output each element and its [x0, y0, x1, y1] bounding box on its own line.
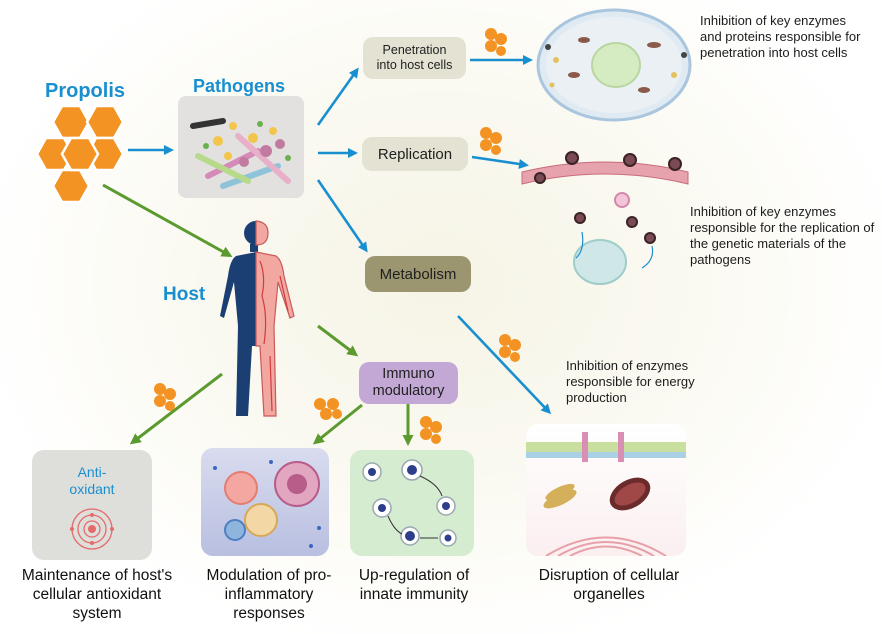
immuno-box: Immuno modulatory	[359, 362, 458, 404]
arrow-host-antioxidant	[129, 372, 223, 445]
innate-caption: Up-regulation of innate immunity	[358, 567, 470, 603]
immuno-label: Immuno modulatory	[372, 366, 445, 399]
replication-cell-image	[521, 151, 689, 285]
arrow-host-immuno	[317, 324, 359, 357]
arrow-immuno-inflammation	[312, 403, 363, 445]
penetration-note: Inhibition of key enzymes and proteins r…	[700, 13, 861, 60]
metabolism-box: Metabolism	[365, 256, 471, 292]
metabolism-label: Metabolism	[379, 265, 457, 283]
pathogens-title: Pathogens	[193, 76, 286, 96]
inflammation-caption: Modulation of pro-inflammatory responses	[206, 567, 332, 622]
human-body-icon	[220, 220, 295, 417]
antioxidant-label: Anti-oxidant	[69, 464, 115, 497]
organelles-image	[526, 424, 686, 556]
organelles-icon	[526, 432, 686, 556]
innate-image	[350, 450, 474, 556]
penetration-label: Penetration into host cells	[376, 43, 453, 72]
pathogen-cluster-icon	[190, 118, 291, 189]
arrow-metabolism-organelles	[457, 315, 552, 415]
organelles-caption: Disruption of cellular organelles	[538, 567, 680, 603]
propolis-honeycomb-icon	[35, 104, 125, 204]
arrow-to-penetration	[316, 67, 359, 126]
inflammation-image	[201, 448, 329, 556]
host-title: Host	[163, 284, 206, 305]
energy-note: Inhibition of enzymes responsible for en…	[566, 358, 695, 405]
propolis-molecule-icon	[420, 416, 442, 444]
propolis-title: Propolis	[45, 80, 126, 102]
propolis-molecule-icon	[314, 398, 342, 420]
replication-label: Replication	[377, 145, 453, 163]
penetration-box: Penetration into host cells	[363, 37, 466, 79]
arrow-propolis-host	[102, 183, 233, 257]
arrow-replication-cell	[471, 155, 529, 169]
propolis-molecule-icon	[154, 383, 176, 411]
propolis-molecule-icon	[485, 28, 507, 56]
atom-icon	[70, 508, 114, 550]
host-cell-image	[536, 8, 692, 122]
antioxidant-caption: Maintenance of host's cellular antioxida…	[21, 567, 173, 622]
replication-note: Inhibition of key enzymes responsible fo…	[690, 204, 875, 267]
pathogens-image	[178, 96, 304, 198]
immune-cells-icon	[213, 460, 321, 548]
innate-cycle-icon	[362, 459, 457, 547]
antioxidant-image: Anti-oxidant	[32, 450, 152, 560]
propolis-molecule-icon	[480, 127, 502, 155]
replication-box: Replication	[362, 137, 468, 171]
propolis-molecule-icon	[499, 334, 521, 362]
arrow-to-metabolism	[316, 179, 368, 253]
